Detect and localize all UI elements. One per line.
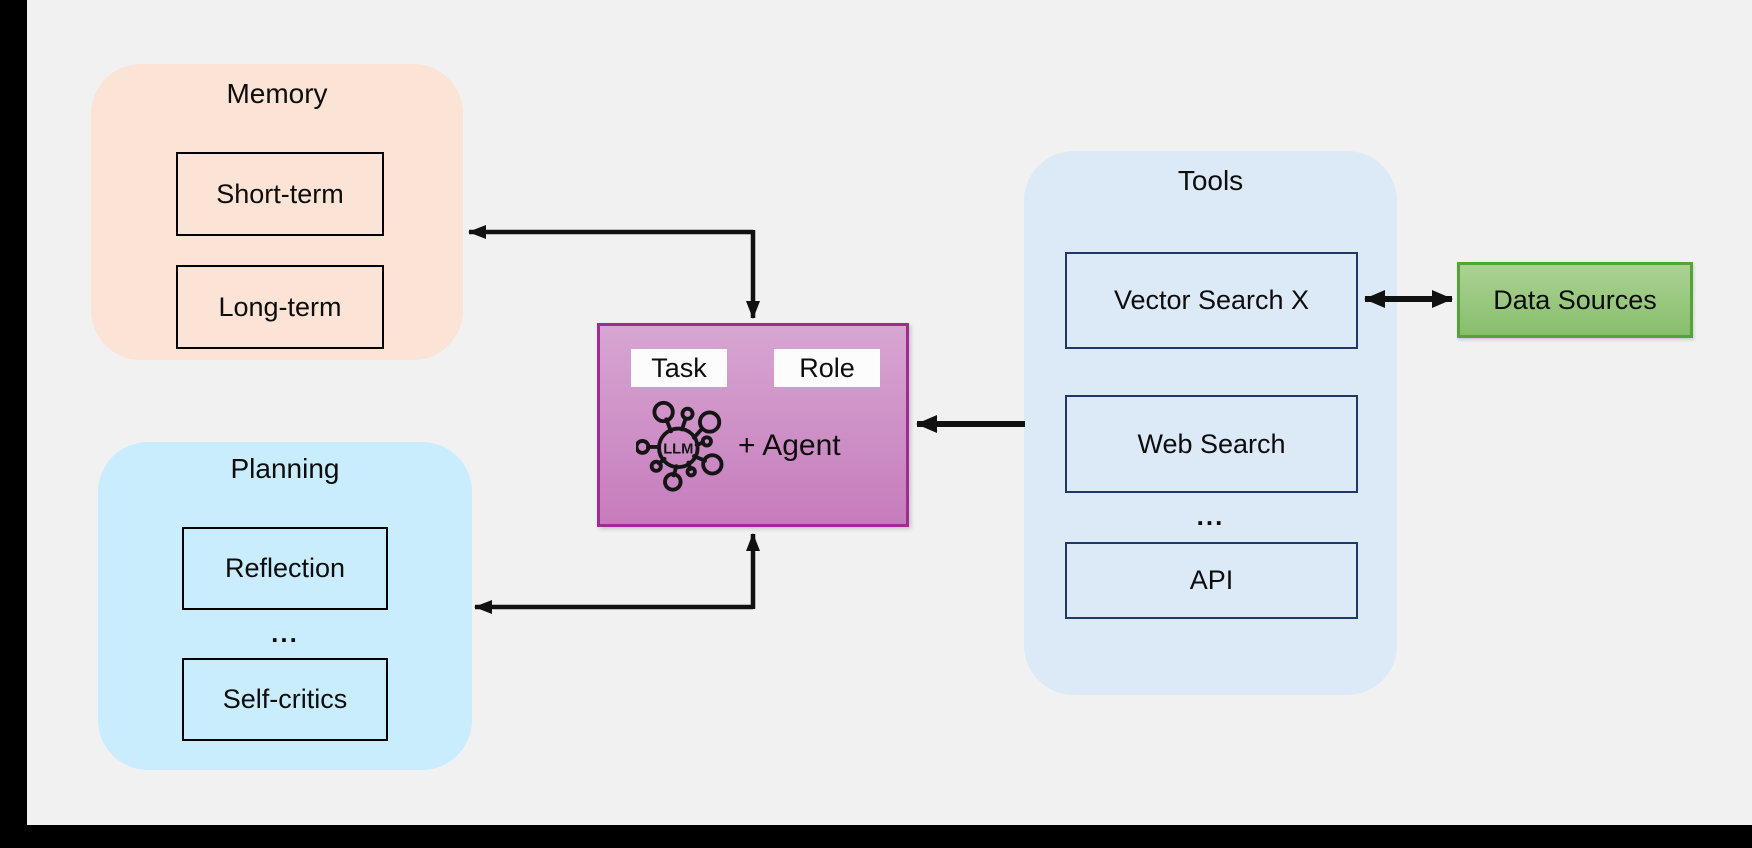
llm-network-icon: LLM [636,400,724,492]
planning-ellipsis: ... [271,618,299,648]
llm-icon-label: LLM [663,441,693,457]
vector-search-node: Vector Search X [1065,252,1358,349]
web-search-node: Web Search [1065,395,1358,493]
data-sources-box: Data Sources [1457,262,1693,338]
role-chip: Role [774,349,880,387]
task-chip: Task [631,349,727,387]
memory-title: Memory [226,78,328,109]
short-term-memory-node: Short-term [176,152,384,236]
self-critics-node: Self-critics [182,658,388,741]
llm-agent-box: Task Role LLM + Agent [597,323,909,527]
api-node: API [1065,542,1358,619]
left-black-frame [0,0,27,848]
long-term-memory-node: Long-term [176,265,384,349]
tools-title: Tools [1177,165,1244,196]
reflection-node: Reflection [182,527,388,610]
planning-group: Planning Reflection ... Self-critics [98,442,472,770]
planning-title: Planning [230,453,340,484]
tools-group: Tools Vector Search X Web Search ... API [1024,151,1397,695]
agent-label: + Agent [738,429,841,462]
tools-ellipsis: ... [1196,501,1225,531]
bottom-black-frame [0,825,1752,848]
memory-group: Memory Short-term Long-term [91,64,463,360]
